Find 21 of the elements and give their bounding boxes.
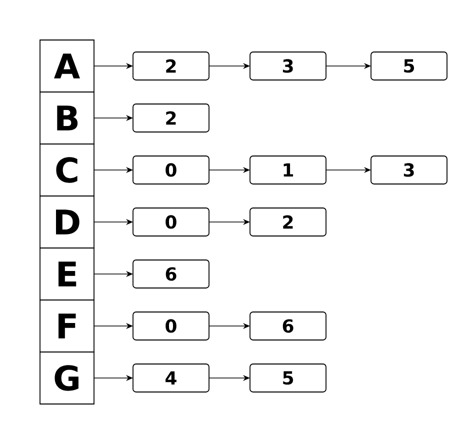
list-box: 2 bbox=[132, 52, 210, 80]
list-box: 6 bbox=[132, 260, 210, 288]
list-box: 4 bbox=[132, 364, 210, 392]
letter-box: E bbox=[40, 248, 94, 300]
list-box: 2 bbox=[250, 208, 326, 236]
letter-box: D bbox=[40, 196, 94, 248]
list-box: 0 bbox=[132, 156, 210, 184]
list-box: 0 bbox=[132, 208, 210, 236]
list-box: 3 bbox=[250, 52, 326, 80]
list-box: 1 bbox=[250, 156, 326, 184]
list-box: 3 bbox=[370, 156, 448, 184]
letter-box: B bbox=[40, 92, 94, 144]
list-box: 5 bbox=[370, 52, 448, 80]
list-box: 2 bbox=[132, 104, 210, 132]
letter-box: A bbox=[40, 40, 94, 92]
list-box: 0 bbox=[132, 312, 210, 340]
list-box: 6 bbox=[250, 312, 326, 340]
letter-box: C bbox=[40, 144, 94, 196]
list-box: 5 bbox=[250, 364, 326, 392]
letter-box: G bbox=[40, 352, 94, 404]
letter-box: F bbox=[40, 300, 94, 352]
